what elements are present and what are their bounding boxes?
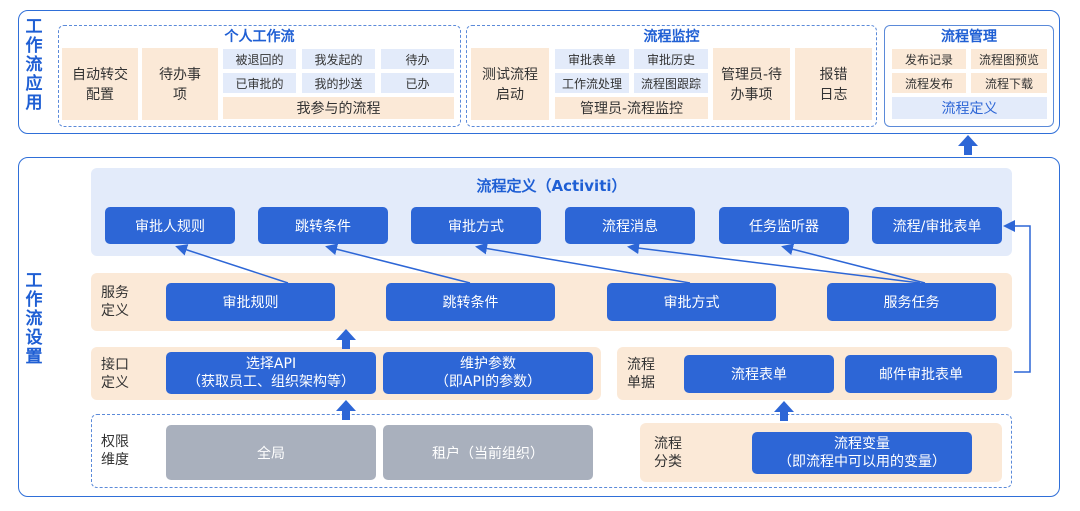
activiti-definition-title: 流程定义（Activiti）	[476, 177, 627, 195]
interface-definition-label: 接口定义	[101, 357, 129, 391]
initiated-item[interactable]: 我发起的	[302, 49, 375, 69]
maintain-params-box[interactable]: 维护参数 （即API的参数）	[383, 352, 593, 394]
diagram-trace-item[interactable]: 流程图跟踪	[634, 73, 708, 93]
arrow-approval-method-to-approval-method	[475, 242, 691, 284]
global-scope-box[interactable]: 全局	[166, 425, 376, 480]
service-definition-label: 服务定义	[101, 285, 129, 319]
rejected-item[interactable]: 被退回的	[223, 49, 296, 69]
def-task-listener[interactable]: 任务监听器	[719, 207, 849, 244]
cc-item[interactable]: 我的抄送	[302, 73, 375, 93]
process-category-label: 流程分类	[654, 436, 682, 470]
process-variables-box[interactable]: 流程变量 （即流程中可以用的变量）	[752, 432, 972, 474]
service-task[interactable]: 服务任务	[827, 283, 996, 321]
mail-approval-form-box[interactable]: 邮件审批表单	[845, 355, 997, 393]
todo-items[interactable]: 待办事项	[142, 48, 218, 120]
permission-dimension-label: 权限维度	[101, 434, 129, 468]
process-monitor-group	[466, 25, 877, 127]
up-arrow-top	[958, 135, 978, 155]
up-arrow-permission-to-interface	[336, 400, 356, 420]
admin-process-monitor[interactable]: 管理员-流程监控	[555, 97, 708, 119]
process-monitor-title: 流程监控	[643, 29, 700, 45]
participated-processes[interactable]: 我参与的流程	[223, 97, 454, 119]
process-download-item[interactable]: 流程下载	[971, 73, 1047, 93]
test-process-start[interactable]: 测试流程启动	[471, 48, 549, 120]
activiti-definition-band	[91, 168, 1012, 256]
error-log[interactable]: 报错日志	[795, 48, 872, 120]
service-approval-method[interactable]: 审批方式	[607, 283, 776, 321]
def-approver-rule[interactable]: 审批人规则	[105, 207, 235, 244]
workflow-application-title: 工作流应用	[25, 17, 43, 113]
arrow-approval-rule-to-approver-rule	[175, 244, 289, 284]
def-process-approval-form[interactable]: 流程/审批表单	[872, 207, 1002, 244]
service-jump-condition[interactable]: 跳转条件	[386, 283, 555, 321]
def-process-message[interactable]: 流程消息	[565, 207, 695, 244]
up-arrow-category-to-documents	[774, 401, 794, 421]
auto-transfer-config[interactable]: 自动转交配置	[62, 48, 138, 120]
process-definition-item[interactable]: 流程定义	[892, 97, 1047, 119]
arrow-service-task-to-task-listener	[781, 243, 926, 284]
pending-item[interactable]: 待办	[381, 49, 454, 69]
publish-record-item[interactable]: 发布记录	[892, 49, 966, 69]
arrow-documents-to-form-definition	[1003, 220, 1031, 373]
base-dimension-group	[91, 414, 1012, 488]
process-form-box[interactable]: 流程表单	[684, 355, 834, 393]
arrow-service-task-to-process-message	[627, 242, 921, 284]
def-jump-condition[interactable]: 跳转条件	[258, 207, 388, 244]
process-documents-label: 流程单据	[627, 357, 655, 391]
admin-todo-items[interactable]: 管理员-待办事项	[713, 48, 790, 120]
def-approval-method[interactable]: 审批方式	[411, 207, 541, 244]
service-approval-rule[interactable]: 审批规则	[166, 283, 335, 321]
workflow-handle-item[interactable]: 工作流处理	[555, 73, 629, 93]
personal-workflow-group	[58, 25, 461, 127]
personal-workflow-title: 个人工作流	[224, 29, 295, 45]
approval-history-item[interactable]: 审批历史	[634, 49, 708, 69]
diagram-preview-item[interactable]: 流程图预览	[971, 49, 1047, 69]
process-manage-title: 流程管理	[941, 29, 997, 45]
process-manage-group	[884, 25, 1054, 127]
arrow-jump-condition-to-jump-condition	[325, 243, 471, 284]
up-arrow-interface-to-service	[336, 329, 356, 349]
tenant-scope-box[interactable]: 租户（当前组织）	[383, 425, 593, 480]
select-api-box[interactable]: 选择API （获取员工、组织架构等）	[166, 352, 376, 394]
process-publish-item[interactable]: 流程发布	[892, 73, 966, 93]
approved-item[interactable]: 已审批的	[223, 73, 296, 93]
approval-form-item[interactable]: 审批表单	[555, 49, 629, 69]
done-item[interactable]: 已办	[381, 73, 454, 93]
workflow-settings-title: 工作流设置	[25, 271, 43, 367]
